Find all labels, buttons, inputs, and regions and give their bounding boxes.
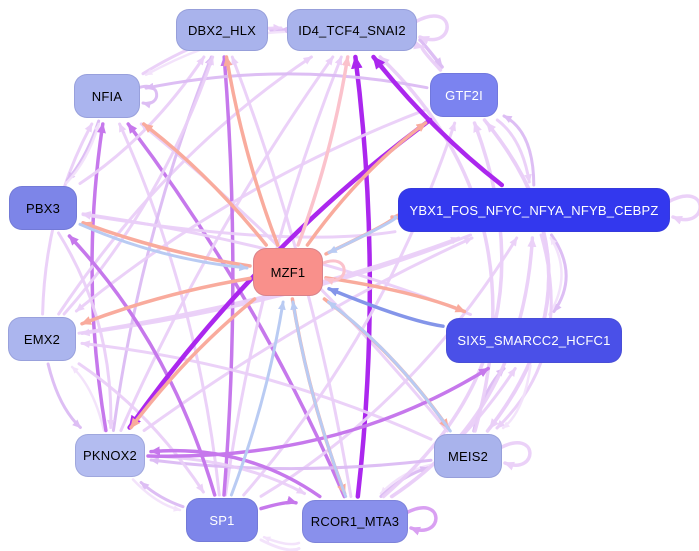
node-label: MEIS2 [447,448,488,464]
edge-PKNOX2-YBX1_FOS_NFYC_NFYA_NFYB_CEBPZ[interactable] [142,236,474,432]
edge-SP1-PKNOX2[interactable] [139,481,185,509]
node-label: RCOR1_MTA3 [310,513,400,529]
edge-ID4_TCF4_SNAI2-ID4_TCF4_SNAI2[interactable] [413,14,449,45]
node-label: ID4_TCF4_SNAI2 [298,22,406,38]
edge-PKNOX2-SP1[interactable] [131,478,182,512]
node-label: SIX5_SMARCC2_HCFC1 [457,332,611,348]
edge-RCOR1_MTA3-MZF1[interactable] [290,300,348,498]
edge-PKNOX2-NFIA[interactable] [90,122,108,433]
node-label: DBX2_HLX [187,22,257,38]
edge-MZF1-GTF2I[interactable] [305,121,428,247]
node-RCOR1_MTA3[interactable]: RCOR1_MTA3 [302,499,408,543]
edge-MZF1-DBX2_HLX[interactable] [223,55,280,247]
node-MEIS2[interactable]: MEIS2 [434,434,502,478]
edge-RCOR1_MTA3-RCOR1_MTA3[interactable] [404,506,438,536]
edge-MEIS2-MZF1[interactable] [327,300,452,433]
node-label: EMX2 [23,331,61,347]
edge-YBX1_FOS_NFYC_NFYA_NFYB_CEBPZ-YBX1_FOS_NFYC_NFYA_NFYB_CEBPZ[interactable] [666,194,699,225]
edge-RCOR1_MTA3-ID4_TCF4_SNAI2[interactable] [351,54,373,499]
edge-GTF2I-EMX2[interactable] [74,107,429,313]
edge-SP1-DBX2_HLX[interactable] [220,55,235,497]
edge-PBX3-NFIA[interactable] [65,122,101,185]
edge-MZF1-PKNOX2[interactable] [129,297,257,430]
node-PKNOX2[interactable]: PKNOX2 [75,433,145,477]
node-label: GTF2I [445,87,483,103]
node-PBX3[interactable]: PBX3 [9,186,77,230]
edge-NFIA-PBX3[interactable] [65,119,101,182]
node-label: SP1 [209,512,235,528]
edge-MEIS2-RCOR1_MTA3[interactable] [379,463,433,495]
edge-RCOR1_MTA3-YBX1_FOS_NFYC_NFYA_NFYB_CEBPZ[interactable] [390,236,537,499]
edge-YBX1_FOS_NFYC_NFYA_NFYB_CEBPZ-ID4_TCF4_SNAI2[interactable] [371,54,505,188]
edge-MZF1-EMX2[interactable] [80,276,252,326]
edge-PKNOX2-EMX2[interactable] [70,365,106,432]
edge-SP1-MZF1[interactable] [229,300,286,497]
node-label: MZF1 [270,264,306,280]
edge-RCOR1_MTA3-PKNOX2[interactable] [149,446,322,499]
node-EMX2[interactable]: EMX2 [8,317,76,361]
edge-MZF1-PBX3[interactable] [81,221,252,268]
edge-SP1-NFIA[interactable] [118,122,221,497]
edge-MEIS2-PKNOX2[interactable] [149,457,433,471]
edge-MZF1-MZF1[interactable] [319,259,346,285]
edge-EMX2-PKNOX2[interactable] [46,362,82,429]
node-label: PBX3 [25,200,61,216]
edge-PBX3-MZF1[interactable] [78,222,249,272]
edge-RCOR1_MTA3-SP1[interactable] [262,535,301,546]
edge-MZF1-SIX5_SMARCC2_HCFC1[interactable] [324,276,467,314]
edge-YBX1_FOS_NFYC_NFYA_NFYB_CEBPZ-MZF1[interactable] [327,215,398,254]
edge-SP1-GTF2I[interactable] [242,121,457,497]
edge-NFIA-NFIA[interactable] [136,84,159,109]
edge-EMX2-SP1[interactable] [77,362,205,494]
node-label: NFIA [91,88,123,104]
edge-MEIS2-MEIS2[interactable] [498,441,532,471]
node-SP1[interactable]: SP1 [186,498,258,542]
edge-ID4_TCF4_SNAI2-GTF2I[interactable] [418,38,444,69]
edge-PKNOX2-SIX5_SMARCC2_HCFC1[interactable] [146,366,490,459]
edge-YBX1_FOS_NFYC_NFYA_NFYB_CEBPZ-SIX5_SMARCC2_HCFC1[interactable] [550,233,568,313]
node-label: YBX1_FOS_NFYC_NFYA_NFYB_CEBPZ [409,202,659,218]
node-DBX2_HLX[interactable]: DBX2_HLX [176,9,268,51]
edge-SIX5_SMARCC2_HCFC1-YBX1_FOS_NFYC_NFYA_NFYB_CEBPZ[interactable] [548,236,563,316]
edge-GTF2I-YBX1_FOS_NFYC_NFYA_NFYB_CEBPZ[interactable] [495,118,532,184]
edge-EMX2-ID4_TCF4_SNAI2[interactable] [57,55,313,316]
node-GTF2I[interactable]: GTF2I [430,73,498,117]
edge-GTF2I-MEIS2[interactable] [482,118,551,430]
node-NFIA[interactable]: NFIA [74,74,140,118]
edge-YBX1_FOS_NFYC_NFYA_NFYB_CEBPZ-GTF2I[interactable] [502,114,536,187]
node-MZF1[interactable]: MZF1 [253,248,323,296]
edge-EMX2-DBX2_HLX[interactable] [62,55,215,316]
node-ID4_TCF4_SNAI2[interactable]: ID4_TCF4_SNAI2 [287,9,417,51]
node-YBX1_FOS_NFYC_NFYA_NFYB_CEBPZ[interactable]: YBX1_FOS_NFYC_NFYA_NFYB_CEBPZ [398,188,670,232]
edge-MZF1-NFIA[interactable] [141,122,268,247]
edge-GTF2I-ID4_TCF4_SNAI2[interactable] [413,40,443,72]
edge-SP1-RCOR1_MTA3[interactable] [259,495,298,511]
edge-PBX3-PKNOX2[interactable] [57,231,115,429]
edge-SIX5_SMARCC2_HCFC1-MEIS2[interactable] [501,364,532,430]
edge-SIX5_SMARCC2_HCFC1-MZF1[interactable] [327,287,445,328]
node-label: PKNOX2 [83,447,137,463]
edge-MZF1-ID4_TCF4_SNAI2[interactable] [296,55,351,247]
node-SIX5_SMARCC2_HCFC1[interactable]: SIX5_SMARCC2_HCFC1 [446,317,622,363]
